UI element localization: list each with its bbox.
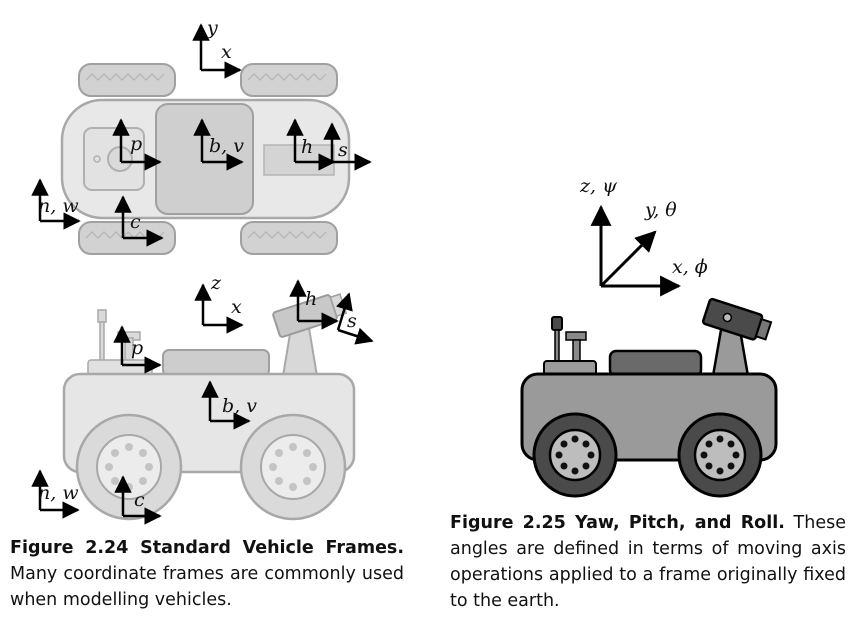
top-nw-label: n, w xyxy=(38,195,79,217)
top-view-vehicle xyxy=(60,63,351,255)
top-h-label: h xyxy=(301,136,313,158)
figure-2-25-caption-head: Figure 2.25 Yaw, Pitch, and Roll. xyxy=(450,513,785,533)
ypr-vehicle xyxy=(520,297,778,498)
figure-2-25-caption-body: These angles are defined in terms of mov… xyxy=(450,513,846,611)
top-c-label: c xyxy=(130,211,141,233)
z-psi-label: z, ψ xyxy=(579,175,618,197)
figure-2-24-caption: Figure 2.24 Standard Vehicle Frames. Man… xyxy=(10,535,404,613)
ypr-axes xyxy=(590,204,682,297)
side-view-vehicle xyxy=(62,293,356,521)
top-view-frames xyxy=(31,118,372,247)
y-theta-label: y, θ xyxy=(644,199,677,221)
side-frame-x-label: x xyxy=(231,296,242,318)
side-p-label: p xyxy=(131,337,143,359)
top-s-label: s xyxy=(338,139,348,161)
top-frame-y-label: y xyxy=(206,17,218,39)
figure-2-24-caption-body: Many coordinate frames are commonly used… xyxy=(10,564,404,610)
side-view-world-frame xyxy=(194,283,244,334)
side-view-frames xyxy=(31,279,374,525)
top-view-world-frame xyxy=(192,23,242,79)
figure-2-24-caption-head: Figure 2.24 Standard Vehicle Frames. xyxy=(10,538,404,558)
side-h-label: h xyxy=(305,288,317,310)
side-frame-z-label: z xyxy=(210,272,222,294)
top-p-label: p xyxy=(130,133,142,155)
top-bv-label: b, v xyxy=(209,135,244,157)
side-bv-label: b, v xyxy=(222,395,257,417)
side-nw-label: n, w xyxy=(38,482,79,504)
x-phi-label: x, ϕ xyxy=(672,256,708,278)
top-frame-x-label: x xyxy=(221,41,232,63)
side-s-label: s xyxy=(347,310,357,332)
figure-2-25-caption: Figure 2.25 Yaw, Pitch, and Roll. These … xyxy=(450,510,846,614)
side-c-label: c xyxy=(134,489,145,511)
